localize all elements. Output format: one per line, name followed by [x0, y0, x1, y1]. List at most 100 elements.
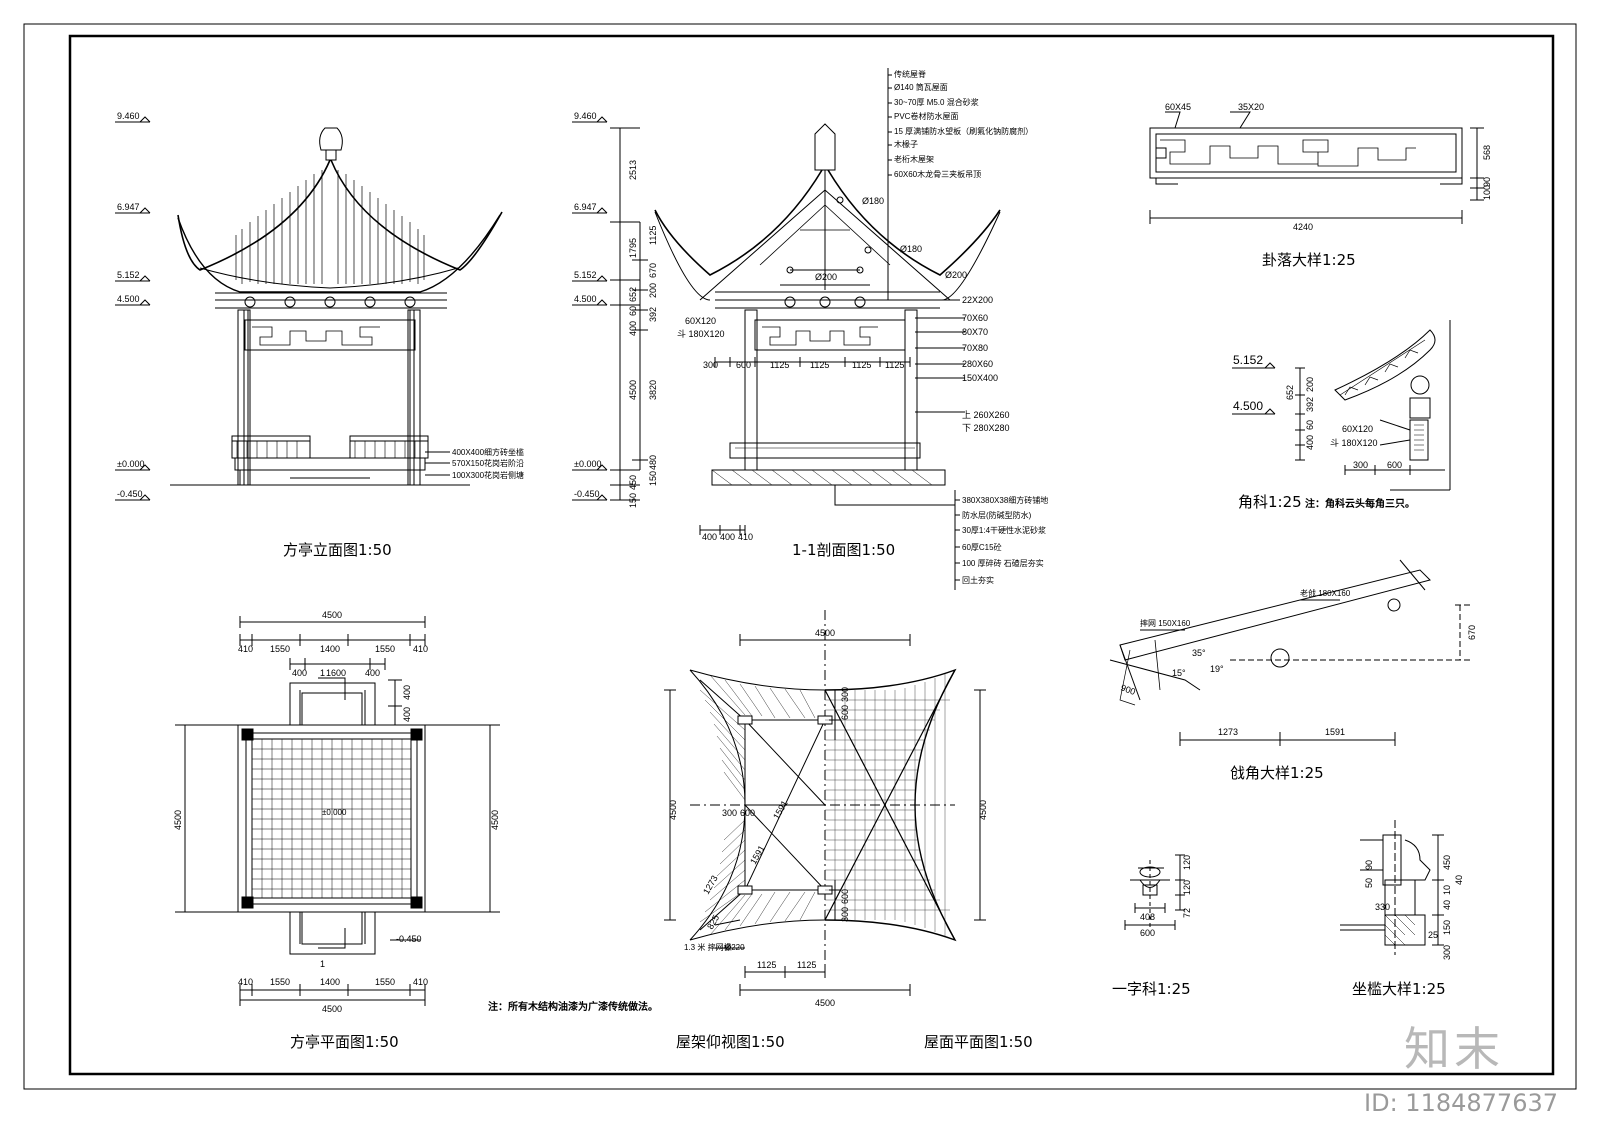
qiangjiao-drawing — [1109, 559, 1470, 746]
section-title: 1-1剖面图1:50 — [792, 541, 896, 559]
qiangjiao-title: 戗角大样1:25 — [1230, 764, 1324, 782]
dim-label: 1125 — [757, 960, 776, 970]
dim-label: 600 — [840, 889, 850, 904]
layer-label: 30厚1:4干硬性水泥砂浆 — [962, 525, 1046, 535]
dim-label: 15° — [1172, 668, 1186, 678]
dim-label: 200 — [1305, 377, 1315, 392]
member-label: 70X60 — [962, 313, 988, 323]
elevation-drawing — [115, 116, 503, 501]
level-label: 5.152 — [117, 270, 140, 280]
dim-label: 400 — [720, 532, 735, 542]
dim-label: 4500 — [628, 380, 638, 400]
section-cut-label: 1 — [320, 959, 325, 969]
dim-label: 1591 — [1325, 727, 1345, 737]
level-label: -0.450 — [396, 934, 422, 944]
dim-label: 600 — [740, 808, 755, 818]
dim-label: 400 — [1305, 435, 1315, 450]
dim-label: 4500 — [815, 998, 835, 1008]
level-label: 6.947 — [117, 202, 140, 212]
dim-label: 1125 — [852, 360, 871, 370]
callout-label: 570X150花岗岩阶沿 — [452, 458, 524, 468]
layer-label: 防水层(防碱型防水) — [962, 510, 1032, 520]
dim-label: 825 — [705, 913, 721, 931]
roof-plan-title: 屋面平面图1:50 — [924, 1033, 1033, 1051]
dim-label: 1600 — [326, 668, 346, 678]
layer-label: PVC卷材防水屋面 — [894, 111, 958, 121]
dim-label: 19° — [1210, 664, 1224, 674]
layer-label: 30~70厚 M5.0 混合砂浆 — [894, 97, 979, 107]
roof-frame-title: 屋架仰视图1:50 — [676, 1033, 785, 1051]
member-label: 下 280X280 — [962, 423, 1010, 433]
member-label: 老戗 180X160 — [1300, 588, 1351, 598]
member-label: 60X120 — [685, 316, 716, 326]
layer-label: 老桁木屋架 — [894, 154, 934, 164]
watermark-logo: 知末 — [1404, 1022, 1504, 1076]
dim-label: 600 — [1387, 460, 1402, 470]
member-label: 斗 180X120 — [1330, 438, 1378, 448]
member-label: 80X70 — [962, 327, 988, 337]
level-label: ±0.000 — [322, 808, 347, 817]
level-label: -0.450 — [574, 489, 600, 499]
dim-label: 410 — [413, 977, 428, 987]
elevation-title: 方亭立面图1:50 — [283, 541, 392, 559]
level-label: 5.152 — [574, 270, 597, 280]
layer-label: 传统屋脊 — [894, 69, 926, 79]
dim-label: 300 — [703, 360, 718, 370]
dim-label: 150 — [1442, 920, 1452, 935]
dim-label: 4500 — [668, 800, 678, 820]
dim-label: 40 — [1442, 900, 1452, 910]
plan-note: 注：所有木结构油漆为广漆传统做法。 — [488, 1002, 658, 1013]
dim-label: 300 — [1442, 945, 1452, 960]
dim-label: 1125 — [648, 226, 658, 245]
dim-label: 1550 — [375, 977, 395, 987]
dim-label: 150 — [628, 493, 638, 508]
dim-label: 1273 — [1218, 727, 1238, 737]
jiaoke-drawing — [1232, 320, 1451, 491]
watermark-id: ID: 1184877637 — [1364, 1089, 1558, 1117]
dim-label: 400 — [365, 668, 380, 678]
dim-label: 10 — [1442, 885, 1452, 895]
dim-label: 652 — [1285, 385, 1295, 400]
member-label: 22X200 — [962, 295, 993, 305]
dim-label: 1400 — [320, 644, 340, 654]
dim-label: 410 — [738, 532, 753, 542]
layer-label: Ø140 筒瓦屋面 — [894, 82, 948, 92]
dim-label: 90 — [1364, 860, 1374, 870]
dim-label: 4500 — [978, 800, 988, 820]
dim-label: 410 — [413, 644, 428, 654]
dim-label: 1125 — [885, 360, 904, 370]
layer-label: 100 厚碎砖 石碴层夯实 — [962, 558, 1044, 568]
dim-label: 2513 — [628, 160, 638, 180]
dim-label: 300 — [840, 687, 850, 702]
member-label: Ø180 — [862, 196, 884, 206]
dim-label: 120 — [1182, 880, 1192, 895]
member-label: 摔网 150X160 — [1140, 618, 1191, 628]
dim-label: 4500 — [173, 810, 183, 830]
dim-label: 410 — [238, 977, 253, 987]
plan-title: 方亭平面图1:50 — [290, 1033, 399, 1051]
dim-label: 4240 — [1293, 222, 1313, 232]
dim-label: 1550 — [270, 644, 290, 654]
dim-label: 410 — [238, 644, 253, 654]
dim-label: 72 — [1182, 908, 1192, 918]
dim-label: 25 — [1428, 930, 1438, 940]
member-label: 斗 180X120 — [677, 329, 725, 339]
dim-label: 1125 — [797, 960, 816, 970]
dim-label: 300 — [722, 808, 737, 818]
level-label: 4.500 — [117, 294, 140, 304]
level-label: ±0.000 — [117, 459, 144, 469]
dim-label: 3820 — [648, 380, 658, 400]
zuokan-drawing — [1340, 820, 1444, 955]
section-drawing — [572, 68, 1001, 590]
dim-label: 392 — [648, 307, 658, 322]
member-label: Ø220 — [725, 943, 745, 952]
dim-label: 1591 — [748, 844, 767, 866]
dim-label: 450 — [1442, 855, 1452, 870]
member-label: Ø200 — [945, 270, 967, 280]
layer-label: 回土夯实 — [962, 575, 994, 585]
callout-label: 400X400细方砖坐槛 — [452, 447, 524, 457]
dim-label: 400 — [292, 668, 307, 678]
layer-label: 60厚C15砼 — [962, 542, 1002, 552]
dim-label: 35X20 — [1238, 102, 1264, 112]
